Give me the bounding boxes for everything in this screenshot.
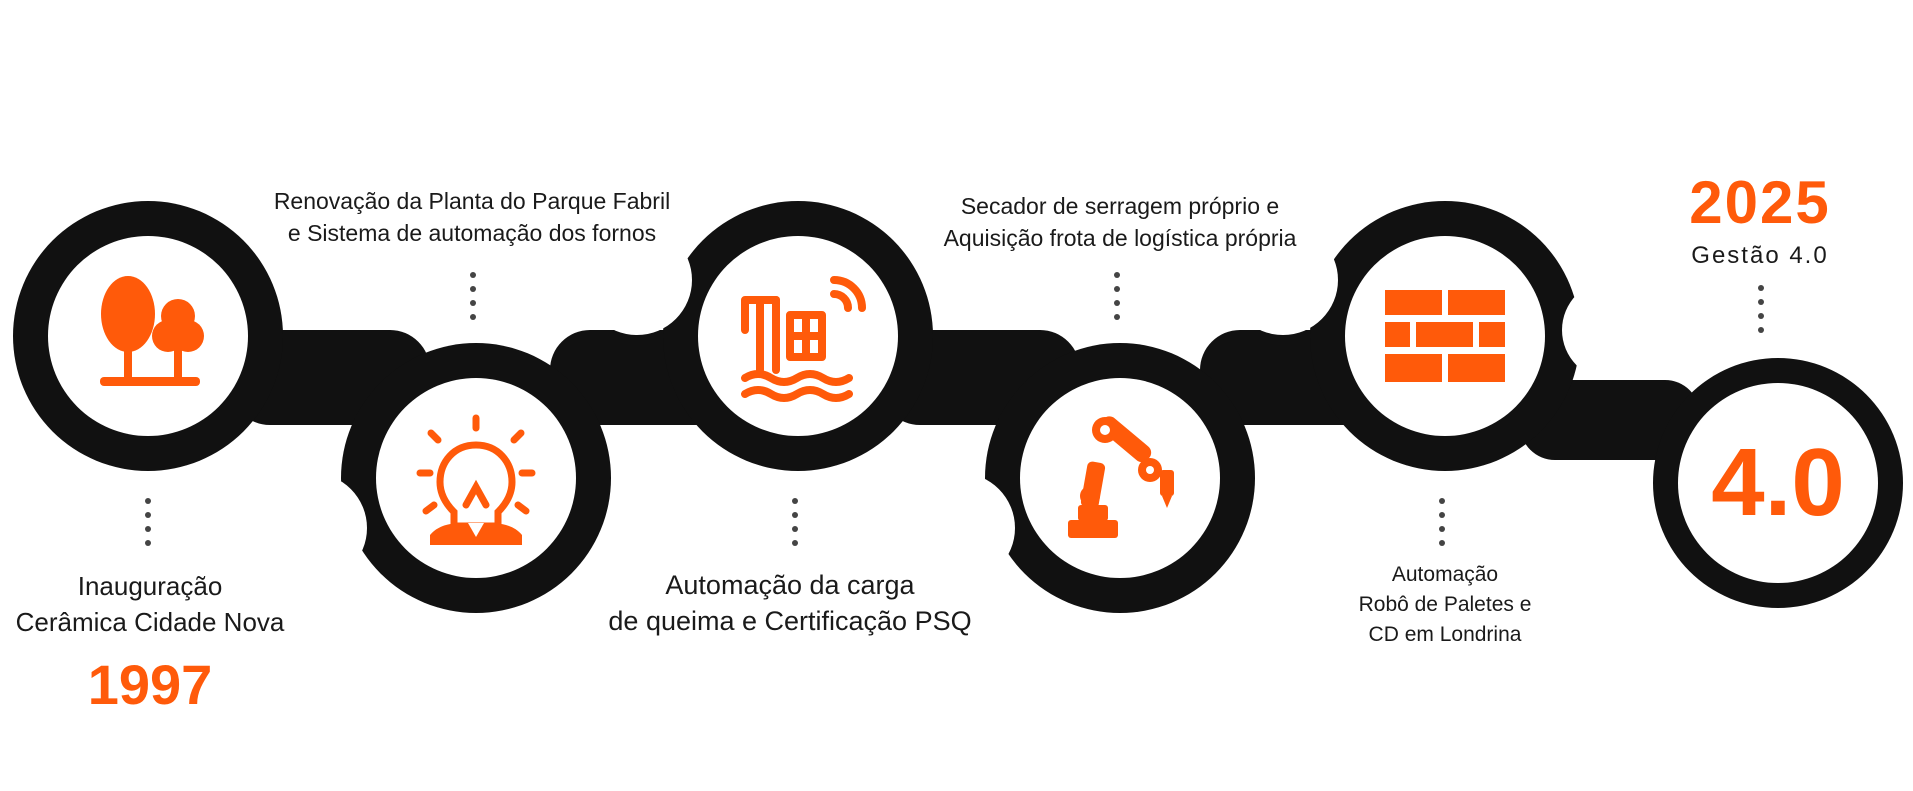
milestone-1-line-2: Cerâmica Cidade Nova xyxy=(15,607,285,637)
milestone-2-line-1: Renovação da Planta do Parque Fabril xyxy=(273,188,671,214)
milestone-5-line-2: Robô de Paletes e xyxy=(1358,593,1532,616)
ring-2-inner xyxy=(376,378,576,578)
milestone-6-year: 2025 xyxy=(1689,169,1831,236)
ring-6-inner xyxy=(1678,383,1878,583)
milestone-1-line-1: Inauguração xyxy=(77,571,223,601)
dots-connector-2 xyxy=(470,272,476,320)
milestone-4-line-1: Secador de serragem próprio e xyxy=(960,193,1280,219)
milestone-3-line-2: de queima e Certificação PSQ xyxy=(608,606,972,636)
automation-oven-icon xyxy=(741,276,866,402)
dots-connector-3 xyxy=(792,498,798,546)
milestone-3-caption: Automação da carga de queima e Certifica… xyxy=(590,567,990,639)
milestone-5-line-1: Automação xyxy=(1391,563,1499,586)
dots-connector-6 xyxy=(1758,285,1764,333)
milestone-6-line-1: Gestão 4.0 xyxy=(1691,242,1829,269)
industry-4-0-icon: 4.0 xyxy=(1678,433,1878,533)
pallet-bricks-icon xyxy=(1385,290,1505,382)
milestone-2-line-2: e Sistema de automação dos fornos xyxy=(287,220,657,246)
dots-connector-4 xyxy=(1114,272,1120,320)
chain-link-5 xyxy=(1520,380,1700,460)
milestone-5-line-3: CD em Londrina xyxy=(1368,623,1522,646)
dots-connector-5 xyxy=(1439,498,1445,546)
dots-connector-1 xyxy=(145,498,151,546)
trees-icon xyxy=(100,276,204,386)
milestone-2-caption: Renovação da Planta do Parque Fabril e S… xyxy=(262,185,682,249)
milestone-3-line-1: Automação da carga xyxy=(665,570,915,600)
ring-4-inner xyxy=(1020,378,1220,578)
milestone-4-line-2: Aquisição frota de logística própria xyxy=(943,225,1297,251)
milestone-4-caption: Secador de serragem próprio e Aquisição … xyxy=(910,190,1330,254)
industry-4-0-label: 4.0 xyxy=(1711,429,1845,536)
milestone-6-caption: Gestão 4.0 xyxy=(1660,242,1860,270)
milestone-1-year: 1997 xyxy=(87,653,213,716)
milestone-1-caption: Inauguração Cerâmica Cidade Nova xyxy=(0,568,300,640)
milestone-5-caption: Automação Robô de Paletes e CD em Londri… xyxy=(1320,560,1570,650)
